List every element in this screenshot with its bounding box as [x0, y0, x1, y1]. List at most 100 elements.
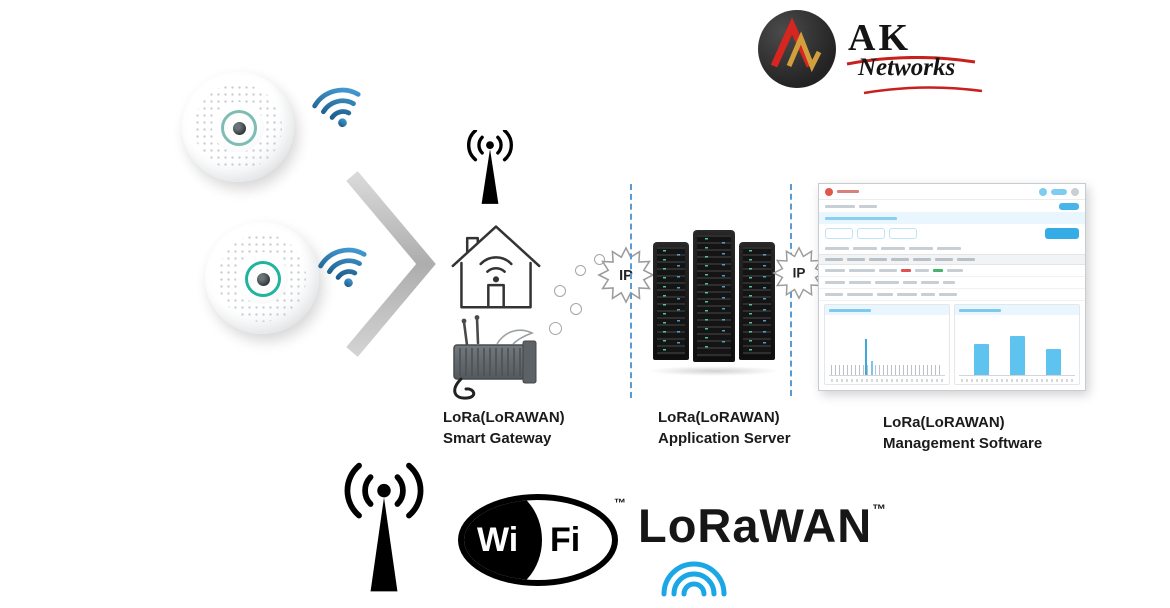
signal-dot — [554, 285, 566, 297]
dash-filter-chip — [889, 227, 917, 239]
server-leds — [704, 238, 708, 354]
dash-table-row — [819, 289, 1085, 301]
chart-panel-title — [955, 305, 1079, 315]
logo-name-underline-swoosh — [863, 86, 983, 95]
server-slats — [743, 247, 771, 355]
smart-home-icon — [451, 225, 541, 309]
server-slats — [697, 235, 731, 357]
dash-logo-mark — [825, 187, 833, 196]
bar-1 — [973, 343, 989, 375]
chart-baseline — [959, 375, 1075, 376]
data-spike-tall — [864, 339, 867, 375]
x-axis-labels — [961, 379, 1073, 382]
cell-placeholder — [849, 281, 871, 284]
dash-header-button — [1051, 188, 1067, 195]
cell-placeholder — [879, 269, 897, 272]
cell-placeholder — [825, 281, 845, 284]
signal-dot — [570, 303, 582, 315]
lorawan-wordmark: LoRaWAN™ — [638, 498, 886, 553]
cell-placeholder — [921, 281, 939, 284]
lorawan-trademark: ™ — [872, 501, 887, 517]
dashed-separator-left — [630, 184, 632, 398]
cell-placeholder — [877, 293, 893, 296]
server-leds — [677, 254, 681, 350]
server-label-line2: Application Server — [658, 430, 791, 447]
text-placeholder — [937, 246, 961, 250]
server-tower-middle — [693, 230, 735, 362]
chart-area — [825, 315, 949, 384]
wifi-logo-black-half — [464, 500, 542, 580]
chart-area — [955, 315, 1079, 384]
sensor-led-ring — [245, 261, 281, 297]
dash-chart-panel-right — [954, 304, 1080, 385]
dash-filter-row — [819, 224, 1085, 242]
column-header-placeholder — [957, 258, 975, 261]
lorawan-arcs-icon — [661, 561, 727, 597]
cell-alert-value — [901, 269, 911, 272]
chart-title-placeholder — [959, 308, 1001, 312]
text-placeholder — [859, 204, 877, 208]
dash-nav-row — [819, 200, 1085, 212]
column-header-placeholder — [935, 258, 953, 261]
sensor-led-ring — [221, 110, 257, 146]
flow-chevron-icon — [346, 171, 436, 357]
dash-table-row — [819, 265, 1085, 277]
server-tower-right — [739, 242, 775, 360]
lora-sensor-device-1 — [182, 72, 294, 182]
wifi-logo: Wi Fi — [458, 494, 618, 586]
cell-placeholder — [897, 293, 917, 296]
text-placeholder — [825, 204, 855, 208]
signal-dot — [549, 322, 562, 335]
server-leds — [749, 250, 753, 352]
cell-placeholder — [939, 293, 957, 296]
dash-chart-panel-left — [824, 304, 950, 385]
dash-filter-chip — [857, 227, 885, 239]
cell-placeholder — [849, 269, 875, 272]
dash-header — [819, 184, 1085, 200]
lora-sensor-device-2 — [205, 222, 319, 334]
dash-stat-row — [819, 242, 1085, 254]
chart-panel-title — [825, 305, 949, 315]
chart-title-placeholder — [829, 308, 871, 312]
wifi-trademark: ™ — [614, 496, 626, 510]
cell-placeholder — [825, 293, 843, 296]
gateway-label: LoRa(LoRAWAN) Smart Gateway — [443, 407, 565, 449]
dash-charts-row — [819, 301, 1085, 390]
sensor-lens — [232, 121, 246, 135]
text-placeholder — [853, 246, 877, 250]
x-axis-labels — [831, 379, 943, 382]
text-placeholder — [881, 246, 905, 250]
cell-placeholder — [875, 281, 899, 284]
sensor-lens — [256, 272, 270, 286]
logo-brand-text: AK — [848, 17, 911, 59]
signal-dot — [594, 254, 605, 265]
software-label-line1: LoRa(LoRAWAN) — [883, 414, 1005, 431]
application-server-label: LoRa(LoRAWAN) Application Server — [658, 407, 791, 449]
bar-2 — [1009, 336, 1025, 375]
server-rack-group — [653, 230, 775, 368]
logo-underline-swoosh — [846, 56, 976, 66]
dash-table-header — [819, 254, 1085, 265]
wifi-signal-icon-2 — [318, 247, 367, 288]
cell-placeholder — [943, 281, 955, 284]
wifi-signal-icon-1 — [312, 87, 361, 128]
text-placeholder — [825, 246, 849, 250]
data-spike-short — [870, 361, 873, 375]
server-tower-left — [653, 242, 689, 360]
server-floor-shadow — [648, 366, 780, 376]
column-header-placeholder — [869, 258, 887, 261]
dash-user-avatar — [1071, 187, 1079, 196]
lora-gateway-device — [453, 315, 537, 400]
software-label-line2: Management Software — [883, 435, 1043, 452]
ip-starburst-left: IP — [597, 246, 655, 304]
ak-logo-badge — [758, 10, 836, 88]
bar-chart — [963, 321, 1071, 375]
text-placeholder — [909, 246, 933, 250]
ip-label-right: IP — [793, 266, 806, 281]
cell-ok-value — [933, 269, 943, 272]
cell-placeholder — [947, 269, 963, 272]
cell-placeholder — [847, 293, 873, 296]
dash-filter-chip — [825, 227, 853, 239]
ip-label-left: IP — [619, 268, 633, 284]
